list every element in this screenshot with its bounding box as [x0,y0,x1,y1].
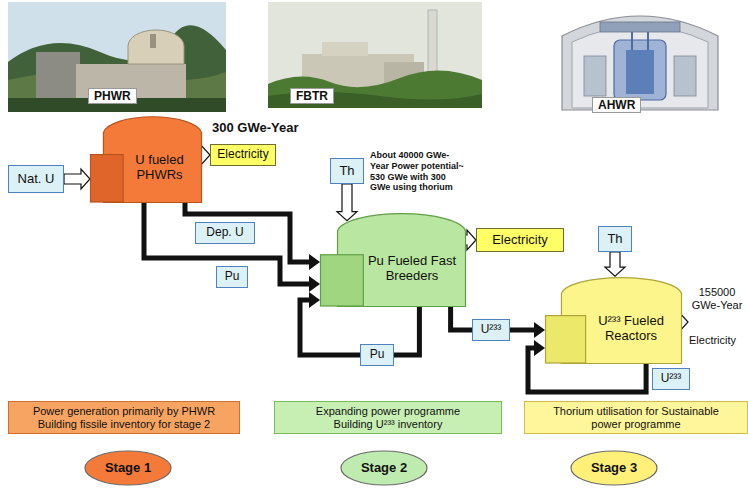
stage-ellipse-shape [341,451,427,485]
node-text: U fueled PHWRs [125,153,194,183]
flow-line [185,203,311,262]
material-flow [451,307,545,338]
output-text: Electricity [689,334,736,347]
energy-arrow [337,184,357,221]
stage-ellipse-shape [571,451,657,485]
stage-ellipse: Stage 1 [84,450,172,486]
input-box: Nat. U [8,165,64,193]
node-text: Electricity [492,233,548,248]
note-text: About 40000 GWe-Year Power potential~ 53… [370,150,466,193]
stage-ellipse: Stage 2 [340,450,428,486]
phwr-photo-part [128,30,184,64]
output-box: Electricity [210,144,276,166]
output-box: Electricity [476,228,564,252]
material-box: Dep. U [195,222,255,244]
material-box: U²³³ [472,319,510,341]
phwr-photo-part [150,34,156,48]
node-text: Electricity [217,148,268,162]
node-text: Pu Fueled Fast Breeders [366,254,458,284]
block-arrow [337,184,357,221]
ahwr-cutaway-part [614,40,666,100]
stage-band: Expanding power programme Building U²³³ … [274,401,502,434]
node-text: Th [339,164,354,179]
energy-arrow [605,252,625,276]
material-flow [144,203,320,292]
material-box: Pu [216,266,248,288]
ahwr-cutaway-part [631,30,633,50]
fbtr-photo-part [268,2,482,108]
fbtr-photo [268,2,482,108]
stage-band: Power generation primarily by PHWR Build… [8,401,240,434]
block-arrow [64,169,90,189]
node-text: U²³³ [661,372,682,386]
phwr-photo [8,2,226,112]
node-text: Power generation primarily by PHWR Build… [17,405,232,430]
energy-figure: 300 GWe-Year [212,120,298,136]
phwr-photo-part [8,2,226,112]
ahwr-cutaway-part [572,26,708,108]
material-box: Pu [360,344,394,366]
flow-line [144,203,311,284]
node-text: Nat. U [18,172,55,187]
fbtr-photo-part [268,70,482,108]
photo-caption: AHWR [592,97,641,113]
reactor-shape: Pu Fueled Fast Breeders [320,212,462,307]
node-text: Stage 3 [591,461,637,476]
reactor-annex [91,155,124,202]
arrow-head [534,340,545,356]
stage-band: Thorium utilisation for Sustainable powe… [524,401,748,434]
stage-ellipse-shape [85,451,171,485]
node-text: Pu [370,348,385,362]
phwr-photo-part [36,52,80,100]
ahwr-cutaway-part [600,22,680,32]
node-text: Thorium utilisation for Sustainable powe… [551,405,721,430]
ahwr-cutaway-part [626,50,654,94]
material-box: U²³³ [652,368,690,390]
arrow-head [309,276,320,292]
reactor-annex [546,316,586,363]
photo-caption: FBTR [290,88,334,104]
ahwr-cutaway-part [647,30,649,50]
input-box: Th [598,226,632,252]
ahwr-cutaway-part [674,56,696,96]
phwr-photo-part [8,25,226,112]
node-text: Stage 2 [361,461,407,476]
arrow-head [534,322,545,338]
ahwr-cutaway-part [562,16,718,110]
energy-figure: 155000 GWe-Year [689,286,745,312]
node-text: U²³³ [481,323,502,337]
arrow-head [309,292,320,308]
reactor-annex [321,255,364,306]
fbtr-photo-part [322,42,368,56]
ahwr-cutaway-part [584,56,606,96]
energy-arrow [64,169,90,189]
node-text: U²³³ Fueled Reactors [588,314,674,344]
node-text: Th [607,232,622,247]
ahwr-cutaway [562,16,718,110]
node-text: Dep. U [206,226,243,240]
photo-caption: PHWR [88,88,137,104]
block-arrow [605,252,625,276]
node-text: Expanding power programme Building U²³³ … [306,405,471,430]
reactor-shape: U²³³ Fueled Reactors [545,276,678,364]
node-text: Pu [225,270,240,284]
arrow-head [309,254,320,270]
input-box: Th [330,158,364,184]
stage-ellipse: Stage 3 [570,450,658,486]
reactor-shape: U fueled PHWRs [90,115,198,203]
node-text: Stage 1 [105,461,151,476]
